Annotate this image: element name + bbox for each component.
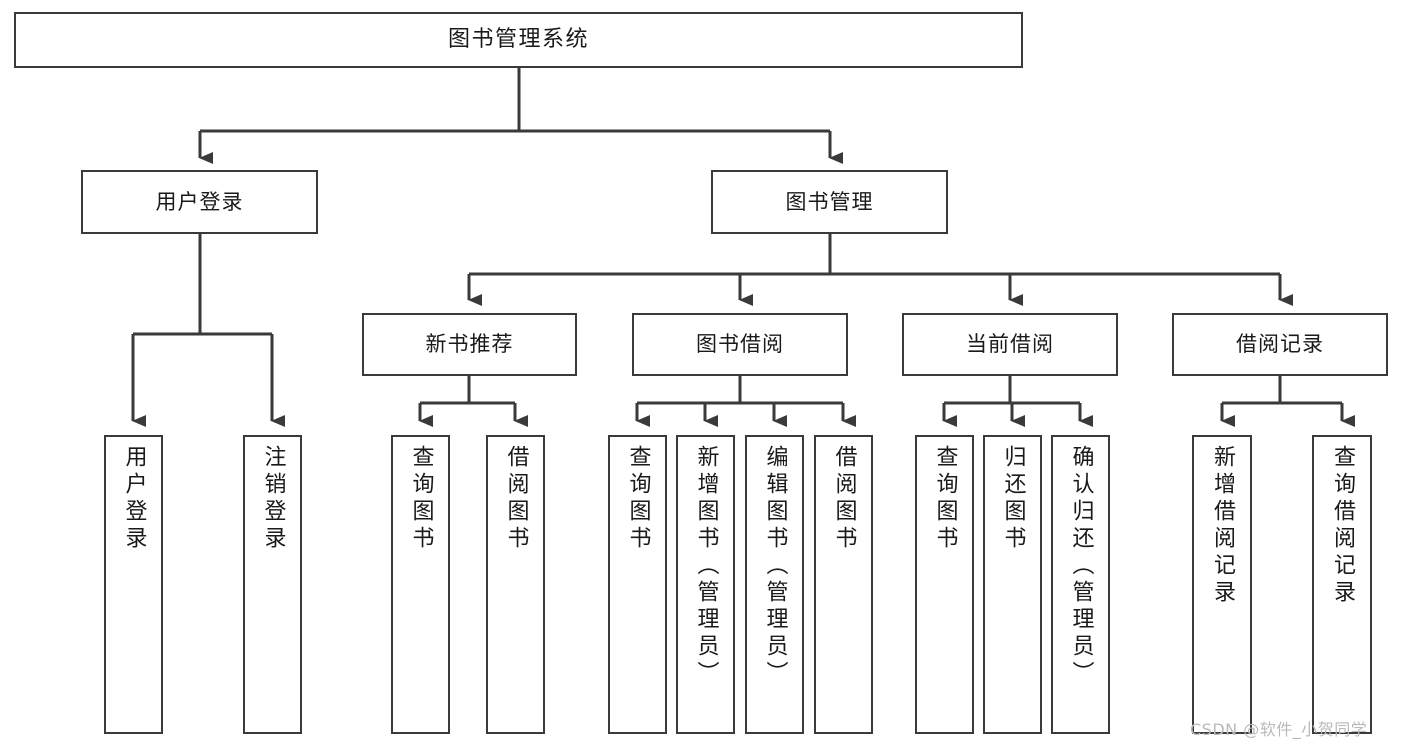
- node-label: 归还图书: [1000, 445, 1026, 553]
- node-label: 图书借阅: [696, 332, 784, 357]
- leaf-book-borrow-add-book-admin[interactable]: 新增图书（管理员）: [676, 435, 735, 734]
- leaf-book-borrow-query-book[interactable]: 查询图书: [608, 435, 667, 734]
- leaf-current-borrow-confirm-return-admin[interactable]: 确认归还（管理员）: [1051, 435, 1110, 734]
- leaf-new-book-borrow-book[interactable]: 借阅图书: [486, 435, 545, 734]
- node-label: 借阅记录: [1236, 332, 1324, 357]
- node-label: 查询借阅记录: [1330, 445, 1355, 607]
- node-label: 查询图书: [625, 445, 651, 553]
- node-label: 查询图书: [408, 445, 434, 553]
- node-label: 编辑图书（管理员）: [762, 445, 788, 688]
- node-label: 查询图书: [932, 445, 958, 553]
- node-new-book-recommend[interactable]: 新书推荐: [362, 313, 577, 376]
- node-user-login[interactable]: 用户登录: [81, 170, 318, 234]
- leaf-book-borrow-borrow-book[interactable]: 借阅图书: [814, 435, 873, 734]
- node-label: 确认归还（管理员）: [1068, 445, 1094, 688]
- node-book-borrow[interactable]: 图书借阅: [632, 313, 848, 376]
- node-current-borrow[interactable]: 当前借阅: [902, 313, 1118, 376]
- node-borrow-record[interactable]: 借阅记录: [1172, 313, 1388, 376]
- watermark: CSDN @软件_小贺同学: [1190, 720, 1368, 739]
- leaf-user-login-login[interactable]: 用户登录: [104, 435, 163, 734]
- leaf-book-borrow-edit-book-admin[interactable]: 编辑图书（管理员）: [745, 435, 804, 734]
- node-label: 注销登录: [260, 445, 286, 553]
- leaf-borrow-record-query-record[interactable]: 查询借阅记录: [1312, 435, 1372, 734]
- node-root-book-management-system[interactable]: 图书管理系统: [14, 12, 1023, 68]
- node-label: 新增图书（管理员）: [693, 445, 719, 688]
- node-label: 新书推荐: [425, 332, 514, 357]
- node-label: 图书管理: [785, 189, 874, 214]
- leaf-new-book-query-book[interactable]: 查询图书: [391, 435, 450, 734]
- node-label: 借阅图书: [503, 445, 529, 553]
- node-label: 用户登录: [121, 445, 147, 553]
- node-label: 当前借阅: [966, 332, 1054, 357]
- node-label: 新增借阅记录: [1210, 445, 1235, 607]
- node-label: 借阅图书: [831, 445, 857, 553]
- leaf-borrow-record-add-record[interactable]: 新增借阅记录: [1192, 435, 1252, 734]
- leaf-user-login-logout[interactable]: 注销登录: [243, 435, 302, 734]
- node-book-management[interactable]: 图书管理: [711, 170, 948, 234]
- node-label: 用户登录: [155, 189, 244, 214]
- leaf-current-borrow-return-book[interactable]: 归还图书: [983, 435, 1042, 734]
- leaf-current-borrow-query-book[interactable]: 查询图书: [915, 435, 974, 734]
- node-label: 图书管理系统: [447, 27, 589, 53]
